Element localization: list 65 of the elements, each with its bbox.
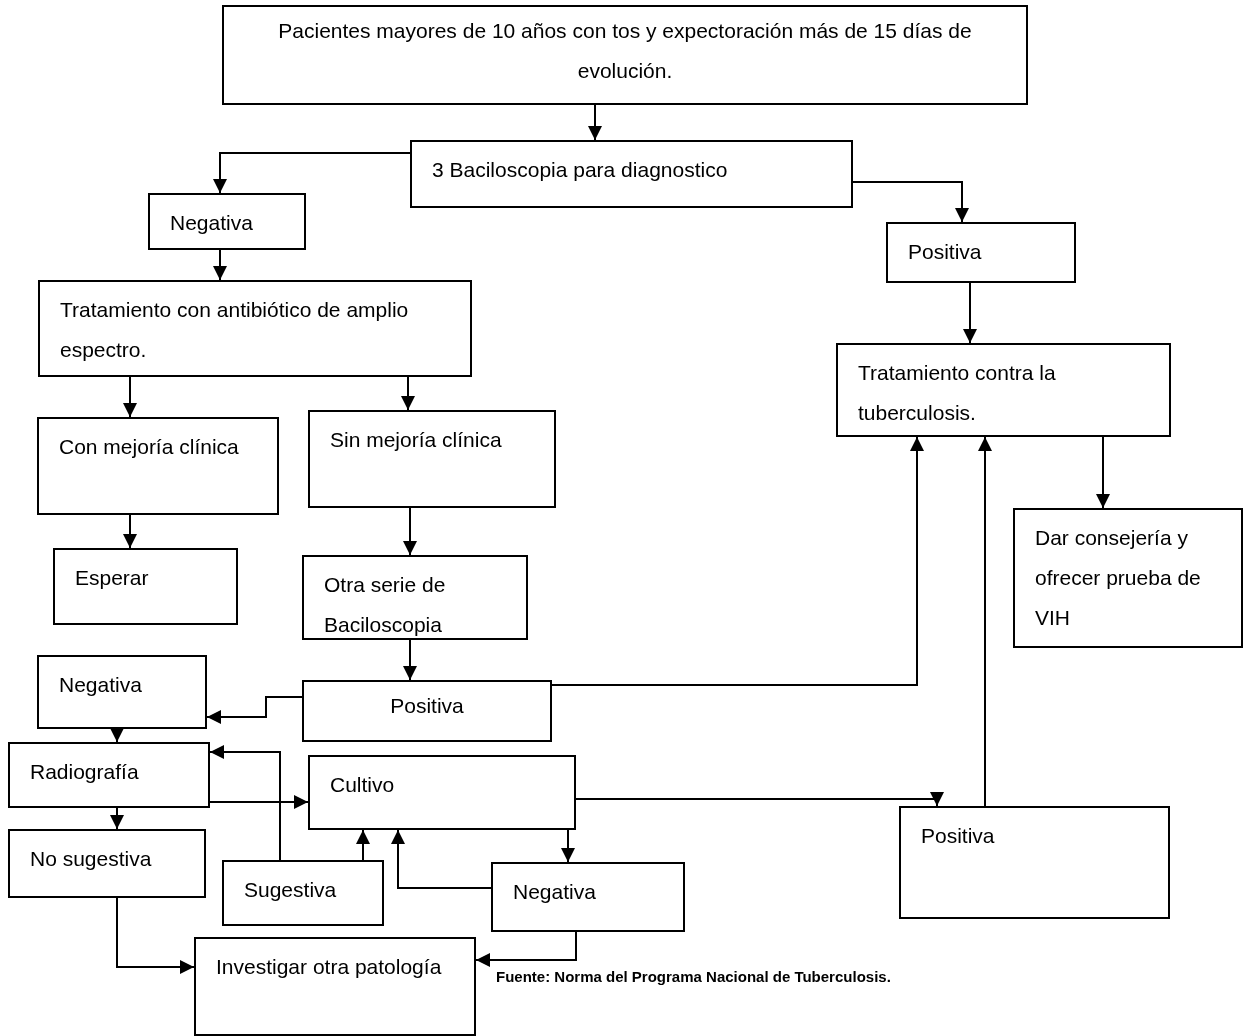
- box-text: Tratamiento contra la tuberculosis.: [858, 360, 1057, 426]
- box-text: Positiva: [921, 823, 995, 849]
- box-text: Dar consejería y ofrecer prueba de VIH: [1035, 525, 1202, 631]
- process-box: [53, 548, 238, 625]
- box-text: Esperar: [75, 565, 149, 591]
- box-text: Cultivo: [330, 772, 395, 798]
- arrow: [575, 792, 944, 807]
- process-box: [308, 755, 576, 830]
- box-text: Negativa: [170, 210, 253, 236]
- process-box: [1013, 508, 1243, 648]
- arrow: [403, 507, 417, 556]
- process-box: [194, 937, 476, 1036]
- arrow: [561, 829, 575, 863]
- box-text: Negativa: [59, 672, 142, 698]
- box-text: No sugestiva: [30, 846, 152, 872]
- arrow: [209, 745, 281, 861]
- arrow: [206, 696, 303, 724]
- source-note: Fuente: Norma del Programa Nacional de Tuberculosis.: [496, 967, 891, 987]
- box-text: Tratamiento con antibiótico de amplio espectro.: [60, 297, 410, 363]
- process-box: [491, 862, 685, 932]
- process-box: [37, 417, 279, 515]
- process-box: [8, 829, 206, 898]
- process-box: [302, 555, 528, 640]
- arrow: [551, 436, 924, 686]
- arrow: [401, 376, 415, 411]
- arrow: [213, 152, 411, 194]
- process-box: [302, 680, 552, 742]
- box-text: Investigar otra patología: [216, 954, 442, 980]
- process-box: [836, 343, 1171, 437]
- process-box: [222, 860, 384, 926]
- arrow: [110, 807, 124, 830]
- arrow: [963, 282, 977, 344]
- arrow: [123, 514, 137, 549]
- box-text: Pacientes mayores de 10 años con tos y expectoración más de 15 días de evolución.: [277, 18, 973, 84]
- box-text: Sin mejoría clínica: [330, 427, 502, 453]
- process-box: [222, 5, 1028, 105]
- box-text: Negativa: [513, 879, 596, 905]
- arrow: [356, 829, 370, 861]
- arrow: [403, 639, 417, 681]
- arrow: [110, 728, 124, 743]
- process-box: [8, 742, 210, 808]
- process-box: [899, 806, 1170, 919]
- process-box: [308, 410, 556, 508]
- arrow: [123, 376, 137, 418]
- arrow: [978, 436, 992, 807]
- box-text: Otra serie de Baciloscopia: [324, 572, 447, 638]
- process-box: [410, 140, 853, 208]
- process-box: [886, 222, 1076, 283]
- arrow: [588, 104, 602, 141]
- arrow: [475, 931, 577, 967]
- arrow: [391, 829, 492, 889]
- process-box: [37, 655, 207, 729]
- arrow: [213, 249, 227, 281]
- box-text: Sugestiva: [244, 877, 337, 903]
- arrow: [1096, 436, 1110, 509]
- box-text: Positiva: [908, 239, 982, 265]
- arrow: [209, 795, 309, 809]
- process-box: [148, 193, 306, 250]
- process-box: [38, 280, 472, 377]
- arrow: [852, 181, 969, 223]
- box-text: Radiografía: [30, 759, 139, 785]
- box-text: Positiva: [390, 693, 464, 719]
- box-text: 3 Baciloscopia para diagnostico: [432, 157, 728, 183]
- box-text: Con mejoría clínica: [59, 434, 239, 460]
- arrow: [116, 897, 195, 974]
